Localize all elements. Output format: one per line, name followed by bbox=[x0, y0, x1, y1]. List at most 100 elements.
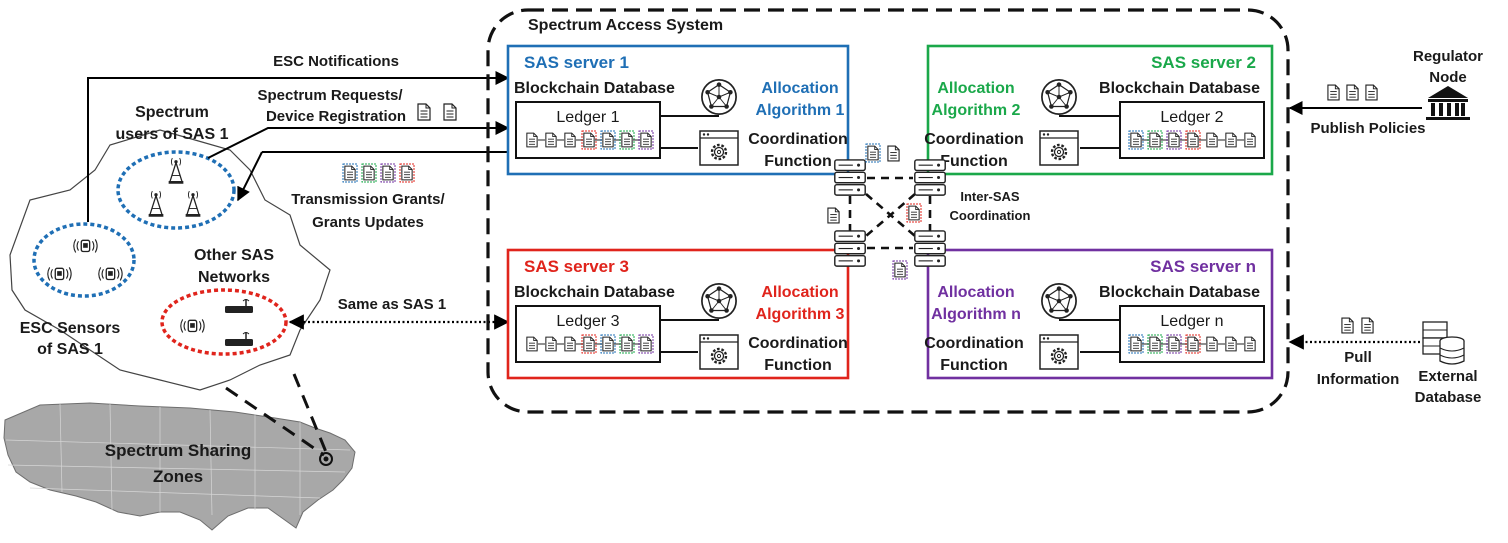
document-icon bbox=[564, 336, 576, 352]
allocation-label: Allocation bbox=[937, 284, 1014, 301]
blockchain-network-icon bbox=[1041, 79, 1077, 115]
function-label: Function bbox=[940, 357, 1008, 374]
function-label: Function bbox=[940, 153, 1008, 170]
coordination-label: Coordination bbox=[924, 335, 1024, 352]
zones-label-1: Spectrum Sharing bbox=[105, 441, 251, 460]
blockchain-network-icon bbox=[701, 79, 737, 115]
esc-notifications-label: ESC Notifications bbox=[273, 53, 399, 70]
esc-label-2: of SAS 1 bbox=[37, 341, 103, 358]
server-title: SAS server 1 bbox=[524, 53, 629, 72]
gear-window-icon bbox=[1038, 130, 1080, 166]
server-title: SAS server n bbox=[1150, 257, 1256, 276]
esc-notifications-arrow bbox=[87, 71, 510, 222]
esc-sensor-ring bbox=[32, 222, 136, 298]
document-icon bbox=[1168, 336, 1180, 352]
blockchain-db-label: Blockchain Database bbox=[514, 80, 675, 97]
document-icon bbox=[1187, 132, 1199, 148]
zones-label-2: Zones bbox=[153, 467, 203, 486]
document-icon bbox=[621, 132, 633, 148]
document-icon bbox=[640, 336, 652, 352]
document-icon bbox=[1130, 132, 1142, 148]
spectrum-access-system-boundary bbox=[486, 8, 1290, 414]
pull-documents bbox=[1341, 317, 1374, 334]
publish-documents bbox=[1327, 84, 1378, 101]
document-icon bbox=[1130, 336, 1142, 352]
document-icon bbox=[545, 336, 557, 352]
coordination-label: Coordination bbox=[748, 335, 848, 352]
other-sas-label-1: Other SAS bbox=[194, 247, 274, 264]
algorithm-label: Algorithm 1 bbox=[756, 102, 845, 119]
sas2-router-icon bbox=[914, 159, 946, 196]
coordination-label: Coordination bbox=[748, 131, 848, 148]
ledger-label: Ledger 3 bbox=[556, 313, 619, 330]
document-icon bbox=[583, 336, 595, 352]
document-icon bbox=[417, 103, 431, 121]
document-icon bbox=[1206, 132, 1218, 148]
requests-label-2: Device Registration bbox=[266, 108, 406, 125]
spectrum-requests-arrow bbox=[207, 121, 510, 159]
same-as-label: Same as SAS 1 bbox=[338, 296, 446, 313]
ledger-label: Ledger 2 bbox=[1160, 109, 1223, 126]
requests-label-1: Spectrum Requests/ bbox=[257, 87, 403, 104]
sas3-router-icon bbox=[834, 230, 866, 267]
blockchain-db-label: Blockchain Database bbox=[1099, 284, 1260, 301]
esc-label-1: ESC Sensors bbox=[20, 320, 121, 337]
gear-window-icon bbox=[1038, 334, 1080, 370]
regulator-label-1: Regulator bbox=[1413, 48, 1483, 65]
allocation-label: Allocation bbox=[761, 284, 838, 301]
document-icon bbox=[1149, 336, 1161, 352]
blockchain-db-label: Blockchain Database bbox=[1099, 80, 1260, 97]
document-icon bbox=[583, 132, 595, 148]
other-sas-label-2: Networks bbox=[198, 269, 270, 286]
inter-sas-documents bbox=[827, 143, 922, 280]
function-label: Function bbox=[764, 357, 832, 374]
document-icon bbox=[1225, 336, 1237, 352]
ledger-label: Ledger n bbox=[1160, 313, 1223, 330]
gear-window-icon bbox=[698, 130, 740, 166]
users-label-1: Spectrum bbox=[135, 104, 209, 121]
document-icon bbox=[1149, 132, 1161, 148]
allocation-label: Allocation bbox=[937, 80, 1014, 97]
document-icon bbox=[1225, 132, 1237, 148]
document-icon bbox=[1168, 132, 1180, 148]
sas1-router-icon bbox=[834, 159, 866, 196]
algorithm-label: Algorithm 2 bbox=[932, 102, 1021, 119]
function-label: Function bbox=[764, 153, 832, 170]
ledger-box: Ledger 1 bbox=[515, 101, 661, 159]
regulator-label-2: Node bbox=[1429, 69, 1467, 86]
sas-system-title: Spectrum Access System bbox=[528, 17, 723, 34]
us-map-borders bbox=[5, 403, 351, 516]
government-building-icon bbox=[1426, 86, 1470, 120]
other-sas-ring bbox=[160, 288, 288, 356]
document-icon bbox=[621, 336, 633, 352]
document-icon bbox=[640, 132, 652, 148]
document-icon bbox=[443, 103, 457, 121]
server-title: SAS server 3 bbox=[524, 257, 629, 276]
coordination-label: Coordination bbox=[924, 131, 1024, 148]
spectrum-users-ring bbox=[116, 150, 236, 230]
ledger-box: Ledger n bbox=[1119, 305, 1265, 363]
sas1-territory-outline bbox=[9, 129, 331, 391]
ledger-box: Ledger 2 bbox=[1119, 101, 1265, 159]
database-icon bbox=[1422, 321, 1465, 365]
document-icon bbox=[526, 132, 538, 148]
blockchain-network-icon bbox=[1041, 283, 1077, 319]
inter-sas-links bbox=[848, 176, 932, 250]
grants-label-1: Transmission Grants/ bbox=[291, 191, 445, 208]
document-icon bbox=[545, 132, 557, 148]
document-icon bbox=[602, 336, 614, 352]
allocation-label: Allocation bbox=[761, 80, 838, 97]
sasn-router-icon bbox=[914, 230, 946, 267]
document-icon bbox=[564, 132, 576, 148]
external-label-1: External bbox=[1418, 368, 1477, 385]
document-icon bbox=[1244, 336, 1256, 352]
ledger-box: Ledger 3 bbox=[515, 305, 661, 363]
grants-label-2: Grants Updates bbox=[312, 214, 424, 231]
inter-sas-label-1: Inter-SAS bbox=[960, 189, 1020, 204]
